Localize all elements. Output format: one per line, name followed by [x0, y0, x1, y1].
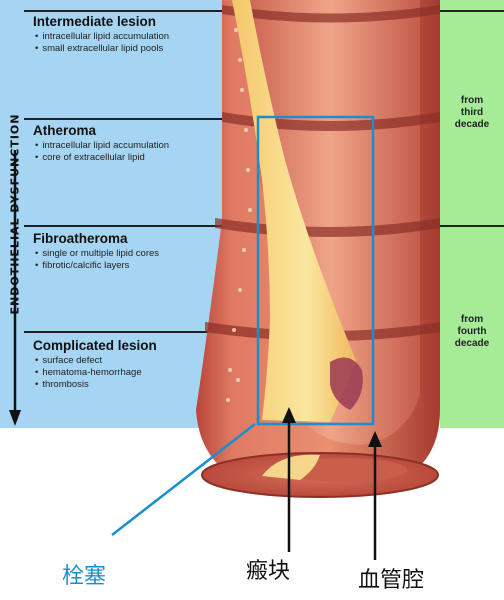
stage-bullet: fibrotic/calcific layers [35, 260, 233, 272]
stage-title: Atheroma [33, 123, 97, 138]
stage-bullets: surface defect hematoma-hemorrhage throm… [33, 355, 233, 391]
stage-title: Fibroatheroma [33, 231, 128, 246]
lumen-label: 血管腔 [358, 568, 425, 593]
stage-bullet: intracellular lipid accumulation [35, 140, 233, 152]
divider-line [440, 10, 504, 12]
divider-line [24, 10, 234, 12]
age-label-line: decade [454, 119, 490, 130]
stage-bullets: intracellular lipid accumulation small e… [33, 31, 233, 55]
divider-line [24, 225, 234, 227]
embolus-pointer [111, 423, 256, 536]
divider-line [24, 331, 234, 333]
age-label-line: from [460, 95, 484, 106]
stage-title: Intermediate lesion [33, 14, 157, 29]
stage-title: Complicated lesion [33, 338, 157, 353]
age-label-fourth-decade: from fourth decade [440, 314, 504, 350]
stage-complicated-lesion: Complicated lesion surface defect hemato… [33, 338, 233, 391]
stage-atheroma: Atheroma intracellular lipid accumulatio… [33, 123, 233, 164]
stage-bullets: intracellular lipid accumulation core of… [33, 140, 233, 164]
embolus-label: 栓塞 [62, 564, 107, 589]
stage-intermediate-lesion: Intermediate lesion intracellular lipid … [33, 14, 233, 55]
stage-bullet: intracellular lipid accumulation [35, 31, 233, 43]
stage-fibroatheroma: Fibroatheroma single or multiple lipid c… [33, 231, 233, 272]
highlight-box [256, 115, 375, 426]
stage-bullet: thrombosis [35, 379, 233, 391]
stage-bullet: surface defect [35, 355, 233, 367]
plaque-label: 瘢块 [246, 559, 291, 584]
age-label-line: fourth [457, 326, 487, 337]
age-label-line: decade [454, 338, 490, 349]
age-panel-background [440, 0, 504, 428]
divider-line [440, 225, 504, 227]
stage-bullet: hematoma-hemorrhage [35, 367, 233, 379]
stage-bullets: single or multiple lipid cores fibrotic/… [33, 248, 233, 272]
age-label-line: from [460, 314, 484, 325]
stage-bullet: small extracellular lipid pools [35, 43, 233, 55]
age-label-line: third [460, 107, 484, 118]
age-label-third-decade: from third decade [440, 95, 504, 131]
stage-bullet: single or multiple lipid cores [35, 248, 233, 260]
stage-bullet: core of extracellular lipid [35, 152, 233, 164]
divider-line [24, 118, 234, 120]
down-arrow [9, 150, 21, 426]
